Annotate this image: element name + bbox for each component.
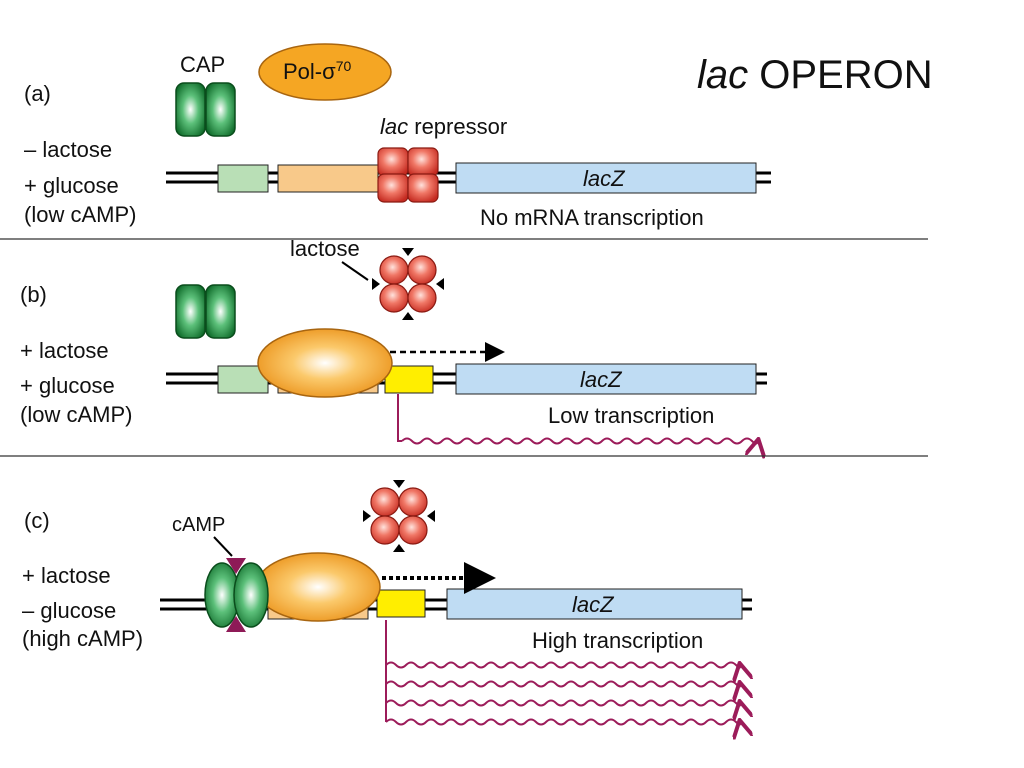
lacz-label: lacZ [572, 592, 615, 617]
panel-letter: (a) [24, 81, 51, 106]
transcribed-region [376, 589, 426, 618]
repressor-icon [377, 147, 439, 203]
result-label: High transcription [532, 628, 703, 653]
page-title: lac OPERON [697, 53, 933, 97]
cap-dimer-icon [175, 82, 236, 137]
panel-letter: (b) [20, 282, 47, 307]
condition-lactose: + lactose [20, 338, 109, 363]
lacz-gene [455, 363, 757, 395]
lactose-pointer [341, 261, 369, 281]
mrna-wave-icon [385, 663, 740, 668]
condition-camp: (high cAMP) [22, 626, 143, 651]
condition-glucose: + glucose [24, 173, 119, 198]
operator-region [277, 164, 379, 193]
panel-a: (a) – lactose + glucose (low cAMP) CAP P… [24, 43, 771, 230]
lacz-gene [455, 162, 757, 194]
promoter-region [217, 164, 269, 193]
lactose-bound-repressor-icon [372, 248, 444, 320]
lacz-label: lacZ [583, 166, 626, 191]
condition-lactose: + lactose [22, 563, 111, 588]
camp-triangle-icon [226, 616, 246, 632]
mrna-wave-icon [385, 682, 740, 687]
condition-glucose: + glucose [20, 373, 115, 398]
repressor-label: lac repressor [380, 114, 507, 139]
mrna-wave-icon [385, 701, 740, 706]
cap-dimer-icon [175, 284, 236, 339]
mrna-wave-icon [385, 720, 740, 725]
camp-triangle-icon [226, 558, 246, 574]
pol-sigma-label: Pol-σ70 [283, 58, 351, 84]
lactose-label: lactose [290, 236, 360, 261]
condition-lactose: – lactose [24, 137, 112, 162]
condition-camp: (low cAMP) [20, 402, 132, 427]
panel-b: lactose (b) + lactose + glucose (low cAM… [20, 236, 767, 444]
mrna-wave-icon [401, 439, 758, 444]
camp-label: cAMP [172, 514, 225, 536]
cap-dimer-icon [204, 562, 269, 628]
result-label: No mRNA transcription [480, 205, 704, 230]
panel-letter: (c) [24, 508, 50, 533]
mrna-start [397, 394, 402, 442]
polymerase-icon [255, 552, 381, 622]
result-label: Low transcription [548, 403, 714, 428]
polymerase-icon [257, 328, 393, 398]
lacz-gene [446, 588, 743, 620]
cap-label: CAP [180, 52, 225, 77]
condition-glucose: – glucose [22, 598, 116, 623]
polymerase-icon [258, 43, 392, 101]
camp-pointer [213, 536, 233, 557]
lactose-bound-repressor-icon [363, 480, 435, 552]
condition-camp: (low cAMP) [24, 202, 136, 227]
lacz-label: lacZ [580, 367, 623, 392]
transcribed-region [384, 365, 434, 394]
panel-c: (c) + lactose – glucose (high cAMP) cAMP… [22, 480, 752, 725]
